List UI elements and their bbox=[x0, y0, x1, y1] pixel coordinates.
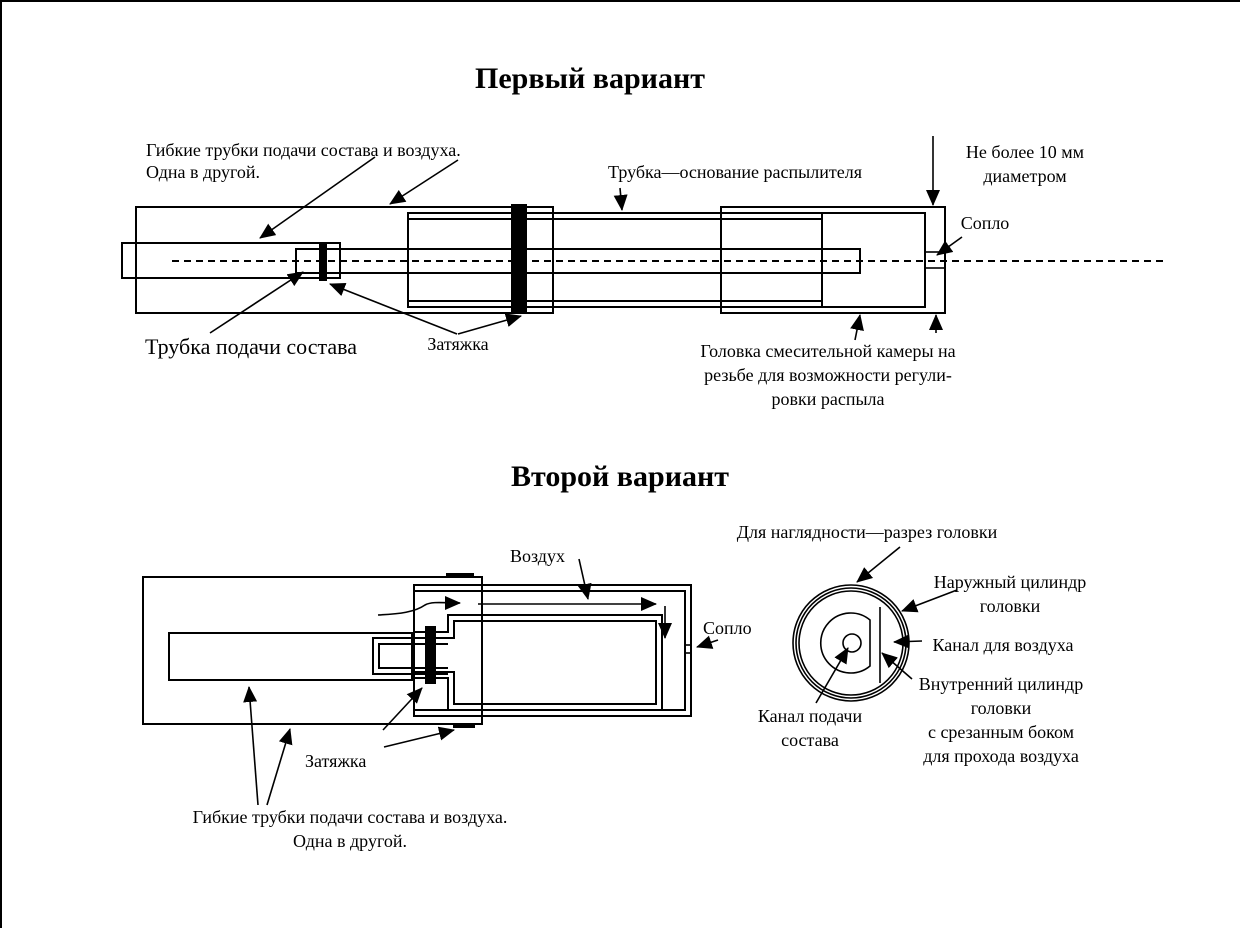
v1-base-tube-label: Трубка—основание распылителя bbox=[608, 162, 862, 182]
v2-inner-cyl-label-2: головки bbox=[971, 698, 1032, 718]
v1-arrow-large-clamp bbox=[457, 313, 522, 335]
v2-arrow-inner-cylinder bbox=[881, 652, 913, 680]
variant2-group: Второй вариант Воздух Сопло Затяжка Гибк… bbox=[142, 460, 1086, 851]
v2-arrow-inner-clamp bbox=[382, 687, 423, 731]
variant1-group: Первый вариант Гибкие трубки подачи сост… bbox=[121, 62, 1165, 409]
variant1-title: Первый вариант bbox=[475, 62, 705, 95]
v2-air-label: Воздух bbox=[510, 546, 565, 566]
v2-arrow-outer-cylinder bbox=[901, 589, 958, 613]
v2-flexible-tubes-label-2: Одна в другой. bbox=[293, 831, 407, 851]
v2-feed-channel-label-1: Канал подачи bbox=[758, 706, 863, 726]
v2-inner-cyl-label-3: с срезанным боком bbox=[928, 722, 1074, 742]
v2-arrow-outer-clamp bbox=[383, 726, 455, 748]
v1-large-clamp bbox=[511, 204, 527, 314]
v2-inner-cylinder-inner bbox=[414, 620, 657, 705]
v1-arrow-head bbox=[850, 314, 864, 341]
v1-head-label-1: Головка смесительной камеры на bbox=[700, 341, 955, 361]
v2-outer-cylinder-ring-inner bbox=[798, 590, 904, 696]
v2-clamp-top bbox=[446, 573, 474, 578]
v2-clamp-bottom bbox=[453, 723, 475, 728]
v2-air-channel-label: Канал для воздуха bbox=[932, 635, 1073, 655]
v1-arrow-inner-tube bbox=[259, 156, 376, 239]
v2-feed-channel bbox=[842, 633, 862, 653]
v2-inner-cyl-label-1: Внутренний цилиндр bbox=[919, 674, 1083, 694]
v2-arrow-feed-channel bbox=[815, 647, 849, 704]
v2-feed-channel-label-2: состава bbox=[781, 730, 839, 750]
v1-outer-flexible-tube bbox=[135, 206, 554, 314]
v2-head-outer bbox=[413, 584, 692, 717]
v2-nozzle-label: Сопло bbox=[703, 618, 752, 638]
v1-arrow-base-tube bbox=[613, 187, 628, 211]
v2-feed-tube-outer bbox=[372, 637, 448, 675]
v1-flexible-tubes-label-2: Одна в другой. bbox=[146, 162, 260, 182]
variant2-title: Второй вариант bbox=[511, 460, 729, 493]
v1-diameter-label-2: диаметром bbox=[983, 166, 1066, 186]
v1-flexible-tubes-label-1: Гибкие трубки подачи состава и воздуха. bbox=[146, 140, 461, 160]
v1-feed-tube bbox=[295, 248, 861, 278]
v2-air-flow-arrow-1 bbox=[377, 595, 461, 616]
v2-inner-flexible-tube bbox=[168, 632, 413, 681]
v2-clamp-label: Затяжка bbox=[305, 751, 366, 771]
v2-inner-cyl-label-4: для прохода воздуха bbox=[923, 746, 1079, 766]
v1-feed-tube-label: Трубка подачи состава bbox=[145, 334, 357, 359]
v2-head-cross-section bbox=[792, 584, 910, 702]
v1-arrow-small-clamp bbox=[329, 282, 458, 335]
v1-head-label-2: резьбе для возможности регули- bbox=[704, 365, 952, 385]
v2-arrow-section bbox=[856, 546, 901, 583]
v2-outer-cyl-label-1: Наружный цилиндр bbox=[934, 572, 1086, 592]
v2-inner-cylinder-cut bbox=[819, 612, 871, 674]
v2-inner-clamp bbox=[425, 626, 436, 684]
v2-arrow-outer-tube bbox=[266, 728, 293, 806]
v2-arrow-air bbox=[577, 558, 592, 600]
v1-arrow-outer-tube bbox=[389, 159, 459, 205]
v2-feed-tube-inner bbox=[378, 643, 448, 669]
v2-arrow-inner-tube bbox=[243, 686, 259, 806]
v2-flexible-tubes-label-1: Гибкие трубки подачи состава и воздуха. bbox=[193, 807, 508, 827]
v1-base-tube bbox=[407, 212, 823, 308]
v2-arrow-nozzle bbox=[696, 635, 719, 649]
v2-outer-cyl-label-2: головки bbox=[980, 596, 1041, 616]
v1-clamp-label: Затяжка bbox=[427, 334, 488, 354]
v2-arrow-air-channel bbox=[893, 634, 923, 649]
v1-nozzle-label: Сопло bbox=[961, 213, 1010, 233]
v1-diameter-label-1: Не более 10 мм bbox=[966, 142, 1084, 162]
v2-outer-cylinder-ring-outer bbox=[792, 584, 910, 702]
v2-outer-cylinder-ring-middle bbox=[795, 587, 907, 699]
v2-outer-flexible-tube bbox=[142, 576, 483, 725]
v1-arrow-feed-tube bbox=[209, 271, 304, 334]
v2-nozzle bbox=[684, 644, 692, 654]
v1-head-label-3: ровки распыла bbox=[771, 389, 884, 409]
v2-inner-cylinder-outer bbox=[414, 614, 663, 710]
v1-arrow-nozzle bbox=[936, 236, 963, 256]
v2-section-title: Для наглядности—разрез головки bbox=[737, 522, 998, 542]
